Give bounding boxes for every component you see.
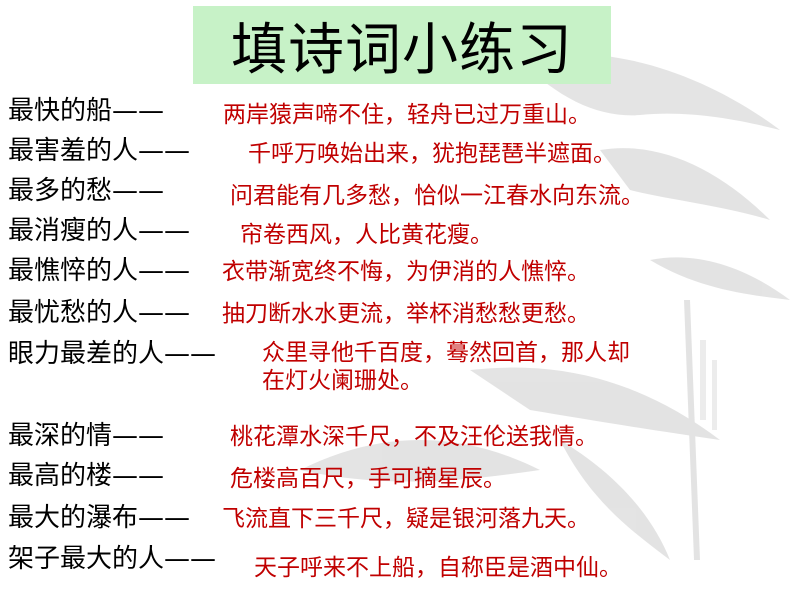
riddle-label: 最深的情——: [8, 421, 165, 451]
riddle-label: 最忧愁的人——: [8, 298, 191, 328]
riddle-label: 最消瘦的人——: [8, 216, 191, 246]
riddle-label: 架子最大的人——: [8, 544, 217, 574]
list-item: 最高的楼—— 危楼高百尺，手可摘星辰。: [8, 460, 794, 500]
list-item: 最深的情—— 桃花潭水深千尺，不及汪伦送我情。: [8, 420, 794, 460]
verse-answer: 问君能有几多愁，恰似一江春水向东流。: [230, 183, 644, 209]
list-item: 最消瘦的人—— 帘卷西风，人比黄花瘦。: [8, 215, 794, 255]
verse-answer: 桃花潭水深千尺，不及汪伦送我情。: [230, 424, 598, 450]
verse-answer: 两岸猿声啼不住，轻舟已过万重山。: [223, 102, 591, 128]
list-item: 最多的愁—— 问君能有几多愁，恰似一江春水向东流。: [8, 175, 794, 215]
list-item: 架子最大的人—— 天子呼来不上船，自称臣是酒中仙。: [8, 543, 794, 583]
list-item: 最憔悴的人—— 衣带渐宽终不悔，为伊消的人憔悴。: [8, 255, 794, 295]
list-item: 最快的船—— 两岸猿声啼不住，轻舟已过万重山。: [8, 95, 794, 135]
verse-answer: 衣带渐宽终不悔，为伊消的人憔悴。: [222, 259, 590, 285]
riddle-label: 最高的楼——: [8, 461, 165, 491]
riddle-label: 最快的船——: [8, 96, 165, 126]
verse-answer: 飞流直下三千尺，疑是银河落九天。: [222, 506, 590, 532]
riddle-label: 最大的瀑布——: [8, 503, 191, 533]
riddle-label: 最憔悴的人——: [8, 256, 191, 286]
verse-answer: 众里寻他千百度，蓦然回首，那人却: [262, 340, 630, 366]
list-item: 最忧愁的人—— 抽刀断水水更流，举杯消愁愁更愁。: [8, 297, 794, 337]
slide-title: 填诗词小练习: [193, 6, 611, 84]
verse-answer: 千呼万唤始出来，犹抱琵琶半遮面。: [248, 141, 616, 167]
verse-answer: 抽刀断水水更流，举杯消愁愁更愁。: [222, 301, 590, 327]
riddle-label: 最害羞的人——: [8, 136, 191, 166]
riddle-label: 最多的愁——: [8, 176, 165, 206]
list-item: 最害羞的人—— 千呼万唤始出来，犹抱琵琶半遮面。: [8, 135, 794, 175]
verse-answer-continued: 在灯火阑珊处。: [262, 368, 423, 394]
list-item: 眼力最差的人—— 众里寻他千百度，蓦然回首，那人却 在灯火阑珊处。: [8, 338, 794, 398]
list-item: 最大的瀑布—— 飞流直下三千尺，疑是银河落九天。: [8, 502, 794, 542]
verse-answer: 帘卷西风，人比黄花瘦。: [240, 222, 493, 248]
verse-answer: 天子呼来不上船，自称臣是酒中仙。: [254, 555, 622, 581]
riddle-label: 眼力最差的人——: [8, 339, 217, 369]
verse-answer: 危楼高百尺，手可摘星辰。: [230, 466, 506, 492]
